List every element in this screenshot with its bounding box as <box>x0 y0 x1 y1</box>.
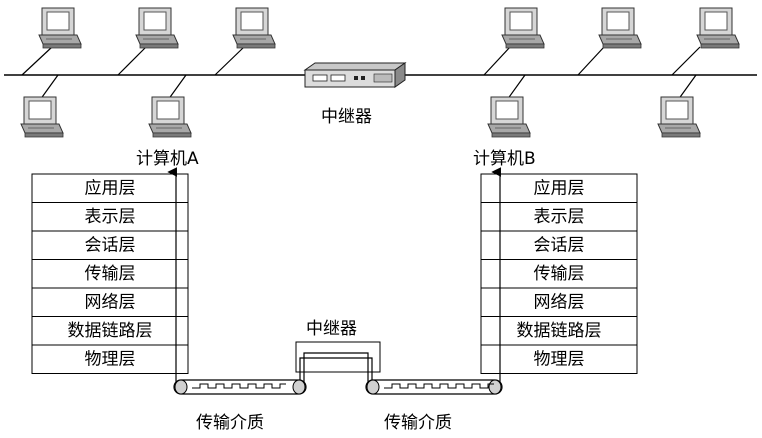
computer-b-layer-label: 传输层 <box>534 264 585 284</box>
repeater-label: 中继器 <box>321 107 372 127</box>
computer-a-layer-cell <box>31 316 189 346</box>
computer-a-layer-cell <box>31 202 189 232</box>
computer-b-layer-cell <box>480 287 638 317</box>
computer-a-layer-label: 传输层 <box>85 264 136 284</box>
computer-a-layer-label: 应用层 <box>85 178 136 198</box>
repeater-device-icon <box>303 62 407 88</box>
signal-path <box>167 167 501 386</box>
computer-a-layer-label: 数据链路层 <box>68 321 153 341</box>
transmission-media-left <box>173 379 307 395</box>
desktop-computer-icon <box>148 96 192 138</box>
computer-a-layer-label: 网络层 <box>85 292 136 312</box>
computer-b-layer-label: 会话层 <box>534 235 585 255</box>
media-left-label: 传输介质 <box>196 413 264 433</box>
computer-a-layer-label: 物理层 <box>85 349 136 369</box>
desktop-computer-icon <box>487 96 531 138</box>
computer-b-layer-label: 应用层 <box>534 178 585 198</box>
computer-b-layer-label: 表示层 <box>534 207 585 227</box>
computer-a-layer-cell <box>31 230 189 260</box>
computer-a-layer-label: 会话层 <box>85 235 136 255</box>
computer-b-layer-label: 网络层 <box>534 292 585 312</box>
repeater-box-label: 中继器 <box>306 319 357 339</box>
computer-b-layer-cell <box>480 173 638 203</box>
computer-b-layer-cell <box>480 316 638 346</box>
media-right-label: 传输介质 <box>384 413 452 433</box>
desktop-computer-icon <box>657 96 701 138</box>
computer-a-layer-cell <box>31 259 189 289</box>
computer-b-layer-label: 物理层 <box>534 349 585 369</box>
desktop-computer-icon <box>38 7 82 49</box>
desktop-computer-icon <box>20 96 64 138</box>
repeater-inner-line <box>303 352 369 386</box>
desktop-computer-icon <box>232 7 276 49</box>
computer-a-layer-label: 表示层 <box>85 207 136 227</box>
transmission-media-right <box>365 379 503 395</box>
desktop-computer-icon <box>598 7 642 49</box>
repeater-box <box>295 341 381 373</box>
desktop-computer-icon <box>501 7 545 49</box>
desktop-computer-icon <box>696 7 740 49</box>
computer-a-layer-cell <box>31 344 189 374</box>
desktop-computer-icon <box>135 7 179 49</box>
lan-drops <box>21 46 701 101</box>
computer-b-layer-cell <box>480 202 638 232</box>
computer-b-layer-label: 数据链路层 <box>517 321 602 341</box>
computer-a-title: 计算机A <box>136 149 199 169</box>
computer-a-layer-cell <box>31 173 189 203</box>
computer-a-layer-cell <box>31 287 189 317</box>
network-section: 中继器 <box>4 7 757 138</box>
computer-b-layer-cell <box>480 344 638 374</box>
computer-b-title: 计算机B <box>473 149 536 169</box>
